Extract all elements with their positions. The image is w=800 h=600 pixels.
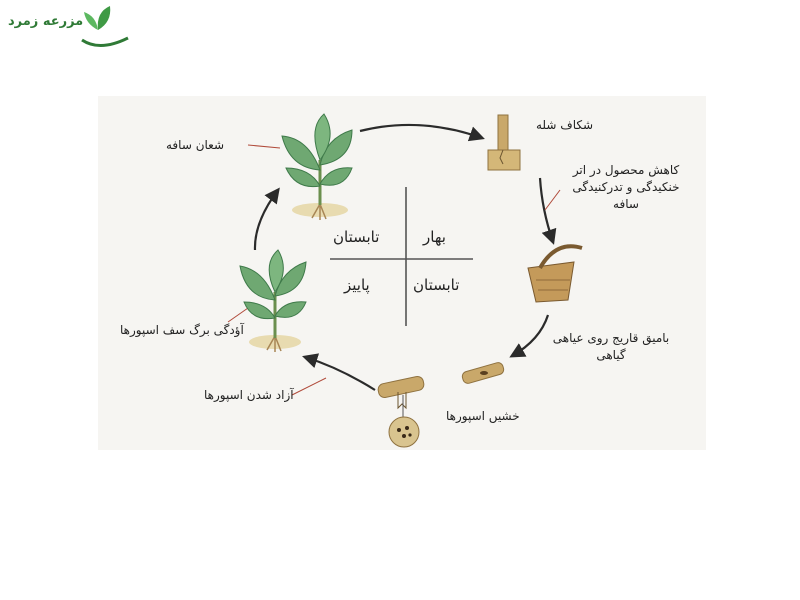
label-residue-line1: بامیق قاریج روی عیاهی — [552, 331, 670, 345]
season-bottom-right: تابستان — [413, 276, 460, 294]
season-quadrant-lines — [330, 187, 473, 326]
logo-text: مزرعه زمرد — [8, 14, 84, 29]
label-yield-loss: کاهش محصول در اتر خنکیدگی و تدرکنیدگی سا… — [551, 162, 701, 213]
leader-lines — [227, 144, 561, 396]
cycle-arrows — [253, 123, 557, 391]
season-bottom-left: پاییز — [344, 276, 370, 294]
label-stem-crack: شکاف شله — [536, 118, 594, 132]
label-spore-release: آزاد شدن اسپورها — [204, 388, 294, 402]
cracked-stem-icon — [487, 114, 521, 171]
arrow-right-upper — [538, 177, 557, 245]
arrow-right-lower — [509, 314, 550, 358]
infected-plant-icon — [239, 249, 307, 352]
season-top-left: تابستان — [333, 228, 380, 246]
spore-pod-icon — [377, 375, 425, 448]
arrow-bottom-left — [302, 353, 376, 391]
label-leaf-infection: آؤدگی برگ سف اسپورها — [120, 323, 244, 337]
healthy-plant-icon — [281, 113, 353, 220]
arrow-left — [253, 187, 280, 251]
arrow-top — [359, 123, 485, 142]
label-spore-dry: خشیں اسپورها — [446, 409, 520, 423]
residue-icon — [461, 362, 505, 384]
label-yield-loss-line3: سافه — [613, 197, 639, 211]
label-residue-line2: گیاهی — [596, 348, 626, 362]
season-top-right: بهار — [423, 228, 446, 246]
decayed-stem-icon — [527, 244, 583, 303]
label-stem-rot: شعان سافه — [166, 138, 225, 152]
label-residue: بامیق قاریج روی عیاهی گیاهی — [536, 330, 686, 364]
label-yield-loss-line2: خنکیدگی و تدرکنیدگی — [572, 180, 680, 194]
logo-leaf-icon — [81, 6, 129, 47]
label-yield-loss-line1: کاهش محصول در اتر — [572, 163, 680, 177]
